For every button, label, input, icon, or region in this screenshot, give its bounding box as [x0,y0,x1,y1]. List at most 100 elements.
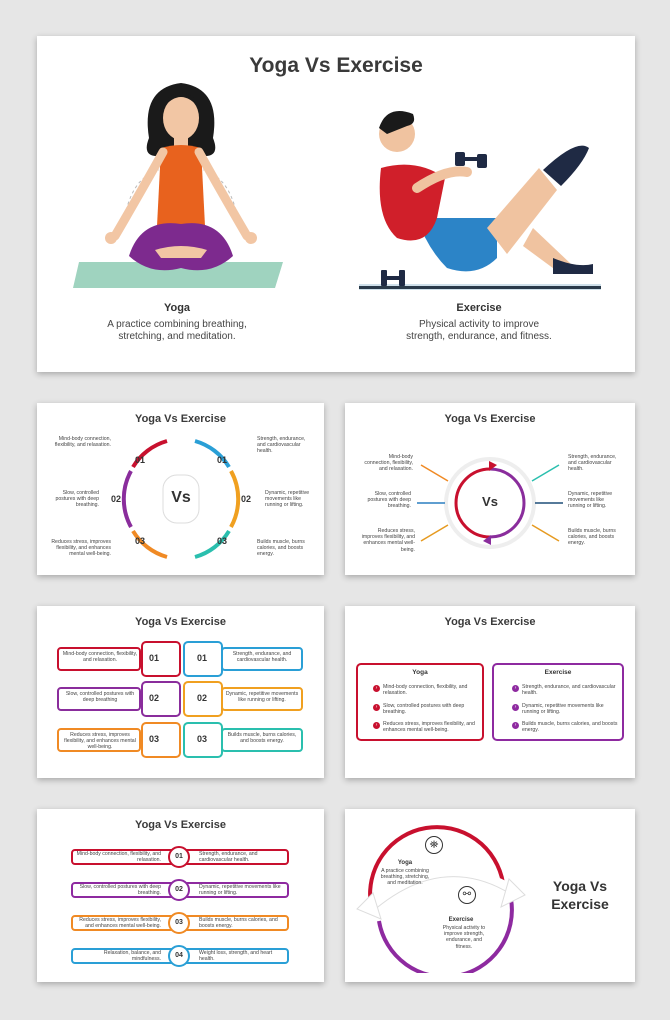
slide-title: Yoga Vs Exercise [135,819,226,831]
exercise-puzzle-piece [183,722,223,758]
exercise-num: 03 [197,734,208,744]
yoga-bullet-icon: › [373,704,380,711]
exercise-row-text: Dynamic, repetitive movements like runni… [199,884,281,897]
exercise-heading: Exercise [448,917,474,923]
exercise-box-text: Strength, endurance, and cardiovascular … [232,651,292,664]
slide-title: Yoga Vs Exercise [135,413,226,425]
row-number-badge [168,912,190,934]
row-number: 02 [175,886,183,893]
yoga-point-3: Reduces stress, improves flexibility, an… [361,528,415,553]
exercise-box-text: Builds muscle, burns calories, and boost… [227,732,297,745]
exercise-bullet-icon: › [512,704,519,711]
row-number-badge [168,879,190,901]
slide-title: Yoga Vs Exercise [444,413,536,425]
yoga-point-2: Slow, controlled postures with deep brea… [55,490,99,509]
vs-label: Vs [482,494,498,509]
slide-3[interactable]: Yoga Vs Exercise Vs Mind-body connection… [345,403,635,575]
exercise-card-heading: Exercise [544,669,572,676]
yoga-point-1: Mind-body connection, flexibility, and r… [364,454,413,473]
yoga-box-text: Mind-body connection, flexibility, and r… [62,651,138,664]
exercise-row-text: Weight loss, strength, and heart health. [199,950,273,963]
yoga-puzzle-piece [141,722,181,758]
exercise-point-1: Strength, endurance, and cardiovascular … [568,454,617,473]
slide-title: Yoga Vs Exercise [249,54,423,77]
exercise-point-1: Strength, endurance, and cardiovascular … [257,436,306,455]
slide-4[interactable]: Yoga Vs Exercise Mind-body connection, f… [37,606,324,778]
yoga-bullet-icon: › [373,722,380,729]
slide-5[interactable]: Yoga Vs Exercise Yoga Exercise › Mind-bo… [345,606,635,778]
exercise-box-text: Dynamic, repetitive movements like runni… [225,691,299,704]
yoga-woman-illustration [73,83,283,288]
yoga-num: 02 [149,693,160,703]
slide-1[interactable]: Yoga Vs Exercise [37,36,635,372]
yoga-num: 03 [149,734,160,744]
slide-title: Yoga Vs Exercise [135,616,226,628]
vs-ring-diagram [121,439,241,559]
exercise-point-2: Dynamic, repetitive movements like runni… [265,490,310,509]
exercise-man-illustration [359,111,601,290]
exercise-num-3: 03 [217,536,228,546]
slide-7[interactable]: ⛯ ⚯ Yoga A practice combining breathing,… [345,809,635,982]
yoga-box-text: Slow, controlled postures with deep brea… [65,691,135,704]
yoga-point-1: Mind-body connection, flexibility, and r… [54,436,111,449]
meditation-icon: ⛯ [425,836,443,854]
yoga-heading: Yoga [397,860,413,866]
yoga-bullet-icon: › [373,685,380,692]
row-number-badge [168,846,190,868]
exercise-row-text: Strength, endurance, and cardiovascular … [199,851,258,864]
exercise-bullet-icon: › [512,685,519,692]
yoga-row-text: Relaxation, balance, and mindfulness. [103,950,161,963]
exercise-puzzle-piece [183,641,223,677]
yoga-puzzle-piece [141,641,181,677]
exercise-card [492,663,624,741]
exercise-item: Dynamic, repetitive movements like runni… [522,703,604,716]
row-number-badge [168,945,190,967]
row-number: 01 [175,853,183,860]
exercise-box [221,647,303,671]
yoga-box [57,728,141,752]
exercise-heading: Exercise [456,302,502,314]
yoga-box-text: Reduces stress, improves flexibility, an… [64,732,136,751]
exercise-item: Strength, endurance, and cardiovascular … [522,684,616,697]
exercise-description: Physical activity to improve strength, e… [442,925,486,950]
weightlifter-icon: ⚯ [458,886,476,904]
yoga-card-heading: Yoga [412,669,428,676]
exercise-box [221,728,303,752]
yoga-row-text: Mind-body connection, flexibility, and r… [76,851,161,864]
row-number: 03 [175,919,183,926]
yoga-item: Mind-body connection, flexibility, and r… [383,684,468,697]
slide-title: Yoga Vs Exercise [444,616,536,628]
exercise-num: 02 [197,693,208,703]
exercise-item: Builds muscle, burns calories, and boost… [522,721,618,734]
yoga-num-1: 01 [135,455,146,465]
yoga-item: Slow, controlled postures with deep brea… [383,703,465,716]
yoga-point-2: Slow, controlled postures with deep brea… [367,491,411,510]
exercise-num: 01 [197,653,208,663]
yoga-row-text: Slow, controlled postures with deep brea… [79,884,161,897]
exercise-box [221,687,303,711]
yoga-heading: Yoga [163,302,191,314]
slide-title-line-1: Yoga Vs [552,878,608,894]
row-number: 04 [175,952,183,959]
exercise-description: Physical activity to improve strength, e… [406,319,552,342]
slide-2[interactable]: Yoga Vs Exercise Vs 01 02 03 01 02 03 Mi… [37,403,324,575]
yoga-num-3: 03 [135,536,146,546]
vs-cycle-diagram [417,457,563,549]
yoga-num: 01 [149,653,160,663]
yoga-box [57,647,141,671]
slide-title-line-2: Exercise [551,896,609,912]
slide-6[interactable]: Yoga Vs Exercise Mind-body connection, f… [37,809,324,982]
yoga-puzzle-piece [141,681,181,717]
yoga-exercise-cycle-diagram [356,825,526,973]
yoga-item: Reduces stress, improves flexibility, an… [383,721,475,734]
yoga-card [356,663,484,741]
yoga-description: A practice combining breathing, stretchi… [107,319,247,342]
yoga-description: A practice combining breathing, stretchi… [380,868,430,887]
exercise-point-3: Builds muscle, burns calories, and boost… [257,539,305,558]
yoga-point-3: Reduces stress, improves flexibility, an… [51,539,111,558]
yoga-box [57,687,141,711]
yoga-row-text: Reduces stress, improves flexibility, an… [79,917,161,930]
exercise-point-3: Builds muscle, burns calories, and boost… [568,528,616,547]
exercise-point-2: Dynamic, repetitive movements like runni… [568,491,613,510]
vs-label: Vs [171,489,191,506]
